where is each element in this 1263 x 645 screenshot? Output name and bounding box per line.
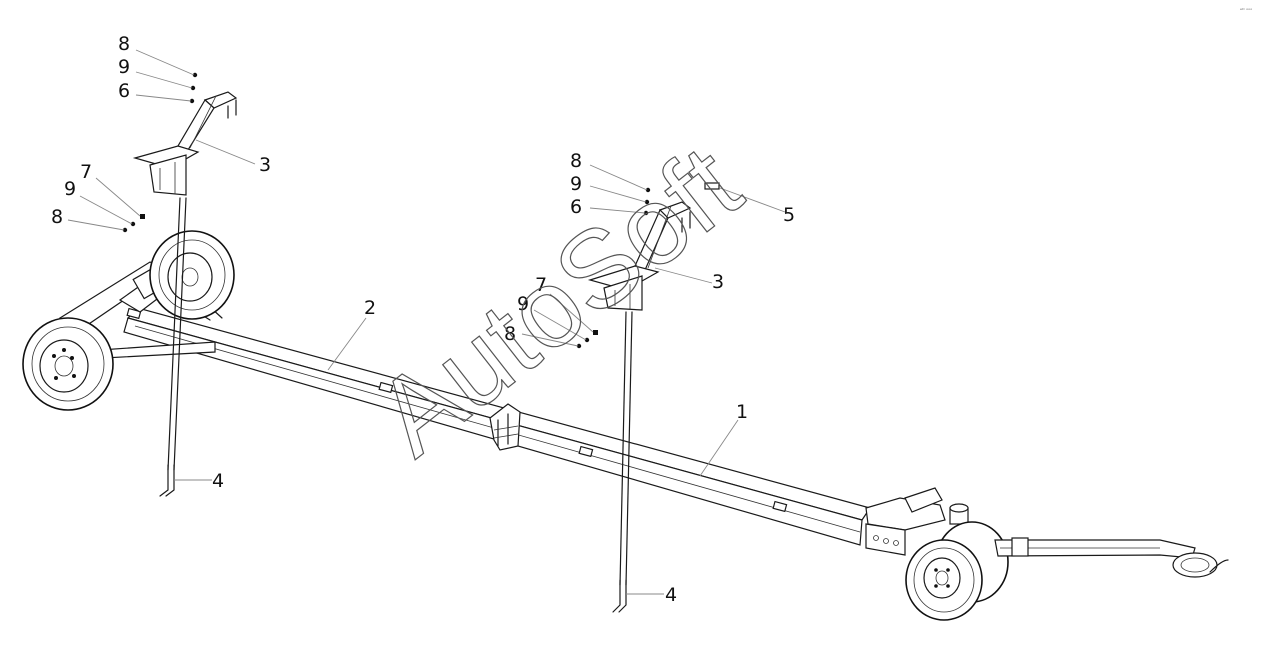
callout-7-right: 7 xyxy=(535,274,547,296)
callout-8-left-bottom: 8 xyxy=(51,206,63,228)
leader-lines xyxy=(67,49,786,595)
right-header-support xyxy=(587,201,692,311)
callout-3-left: 3 xyxy=(259,154,271,176)
callout-8-left-top: 8 xyxy=(118,33,130,55)
corner-tag: ᵉᴰ ᵒᵒᵒ xyxy=(1240,8,1252,14)
beam-joint-bracket xyxy=(489,403,521,451)
callout-9-right-top: 9 xyxy=(570,173,582,195)
callout-5: 5 xyxy=(783,204,795,226)
callout-2: 2 xyxy=(364,297,376,319)
callout-9-right-bottom: 9 xyxy=(517,293,529,315)
front-axle-assembly xyxy=(865,487,1229,621)
callout-9-left-top: 9 xyxy=(118,56,130,78)
callout-1: 1 xyxy=(736,401,748,423)
callout-4-right: 4 xyxy=(665,584,677,606)
plate-part-5 xyxy=(704,182,720,190)
rod-part-4-left xyxy=(159,197,187,497)
callout-8-right-top: 8 xyxy=(570,150,582,172)
callouts: 8 9 6 3 7 9 8 8 9 6 5 3 7 9 8 2 1 4 4 xyxy=(51,33,795,606)
callout-7-left: 7 xyxy=(80,161,92,183)
rod-part-4-right xyxy=(612,311,633,613)
callout-6-left: 6 xyxy=(118,80,130,102)
fasteners xyxy=(122,72,651,349)
callout-9-left-bottom: 9 xyxy=(64,178,76,200)
callout-4-left: 4 xyxy=(212,470,224,492)
callout-6-right: 6 xyxy=(570,196,582,218)
callout-3-right: 3 xyxy=(712,271,724,293)
callout-8-right-bottom: 8 xyxy=(504,323,516,345)
left-header-support xyxy=(132,91,238,196)
rear-axle-assembly xyxy=(22,230,235,411)
